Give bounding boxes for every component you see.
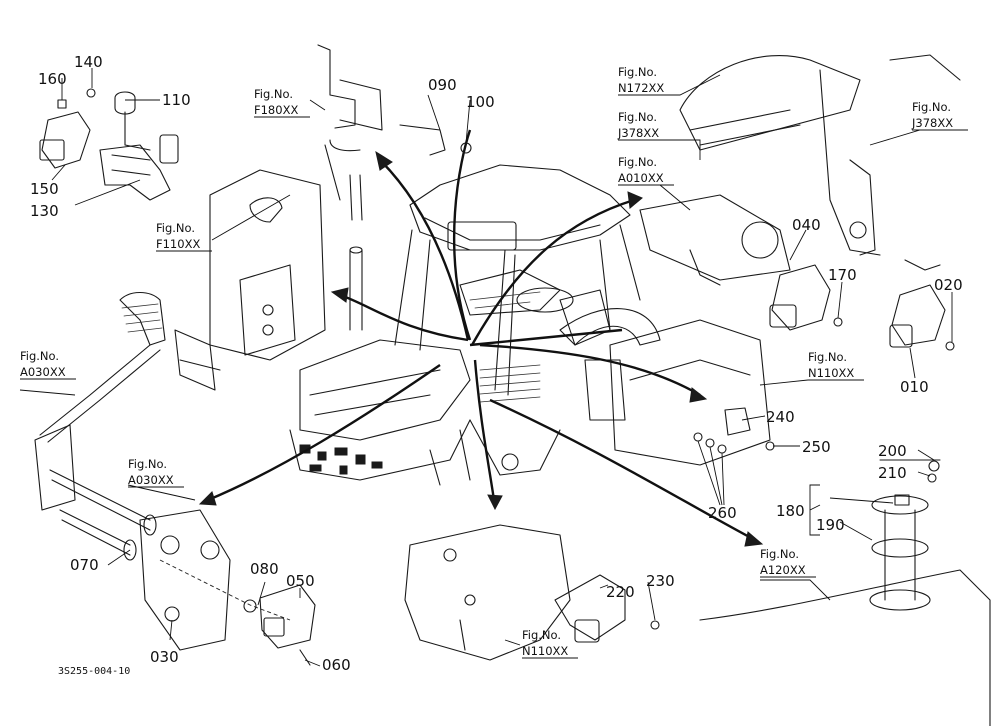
part-label-010: 010 [900,378,929,396]
drawing-code: 3S255-004-10 [58,666,130,677]
svg-text:F180XX: F180XX [254,103,298,117]
part-label-080: 080 [250,560,279,578]
svg-text:J378XX: J378XX [911,116,953,130]
part-label-130: 130 [30,202,59,220]
part-label-110: 110 [162,91,191,109]
svg-text:Fig.No.: Fig.No. [522,628,561,642]
top-right-fender-brackets [639,54,961,286]
svg-text:J378XX: J378XX [617,126,659,140]
svg-text:Fig.No.: Fig.No. [156,221,195,235]
fig-ref-a120[interactable]: Fig.No. A120XX [760,547,816,578]
part-label-090: 090 [428,76,457,94]
part-label-150: 150 [30,180,59,198]
part-label-060: 060 [322,656,351,674]
figure-references: Fig.No. F180XX Fig.No. F110XX Fig.No. A0… [20,65,968,659]
part-label-180: 180 [776,502,805,520]
svg-text:F110XX: F110XX [156,237,200,251]
top-left-sensor-assembly [39,88,179,201]
svg-text:Fig.No.: Fig.No. [618,155,657,169]
part-label-030: 030 [150,648,179,666]
part-label-190: 190 [816,516,845,534]
top-linkage-rod [317,44,472,221]
svg-text:Fig.No.: Fig.No. [760,547,799,561]
fig-ref-n172[interactable]: Fig.No. N172XX [618,65,674,96]
fig-ref-f110[interactable]: Fig.No. F110XX [156,221,212,252]
svg-text:A030XX: A030XX [20,365,66,379]
pedal-sensor-bracket [139,509,316,666]
fig-ref-a030-left[interactable]: Fig.No. A030XX [20,349,76,380]
fig-ref-j378-b[interactable]: Fig.No. J378XX [911,100,968,131]
part-label-260: 260 [708,504,737,522]
svg-text:Fig.No.: Fig.No. [254,87,293,101]
part-label-020: 020 [934,276,963,294]
part-label-250: 250 [802,438,831,456]
explosion-arrows [198,129,764,547]
part-label-160: 160 [38,70,67,88]
part-number-labels: 160 140 110 150 130 090 100 040 170 020 … [30,53,963,674]
svg-text:N110XX: N110XX [808,366,854,380]
part-label-240: 240 [766,408,795,426]
bottom-center-bracket [404,524,660,661]
fig-ref-n110-bottom[interactable]: Fig.No. N110XX [522,628,578,659]
part-label-050: 050 [286,572,315,590]
svg-text:A010XX: A010XX [618,171,664,185]
part-label-040: 040 [792,216,821,234]
part-label-140: 140 [74,53,103,71]
part-label-100: 100 [466,93,495,111]
fig-ref-j378-a[interactable]: Fig.No. J378XX [617,110,674,141]
tractor-illustration [289,164,661,486]
svg-text:Fig.No.: Fig.No. [618,65,657,79]
fig-ref-f180[interactable]: Fig.No. F180XX [254,87,310,118]
svg-text:Fig.No.: Fig.No. [20,349,59,363]
svg-text:Fig.No.: Fig.No. [618,110,657,124]
svg-text:N172XX: N172XX [618,81,664,95]
part-label-200: 200 [878,442,907,460]
part-label-070: 070 [70,556,99,574]
svg-text:A120XX: A120XX [760,563,806,577]
svg-text:A030XX: A030XX [128,473,174,487]
fig-ref-a010[interactable]: Fig.No. A010XX [618,155,674,186]
part-label-170: 170 [828,266,857,284]
svg-text:N110XX: N110XX [522,644,568,658]
svg-text:Fig.No.: Fig.No. [128,457,167,471]
left-bracket-plate [174,169,326,391]
part-label-220: 220 [606,583,635,601]
svg-text:Fig.No.: Fig.No. [808,350,847,364]
fuel-sender-assembly [699,459,991,726]
accelerator-pedal-assembly [34,291,166,561]
fig-ref-a030-mid[interactable]: Fig.No. A030XX [128,457,184,488]
part-label-230: 230 [646,572,675,590]
right-position-sensors [769,259,955,351]
fig-ref-n110-right[interactable]: Fig.No. N110XX [808,350,864,381]
svg-text:Fig.No.: Fig.No. [912,100,951,114]
part-label-210: 210 [878,464,907,482]
